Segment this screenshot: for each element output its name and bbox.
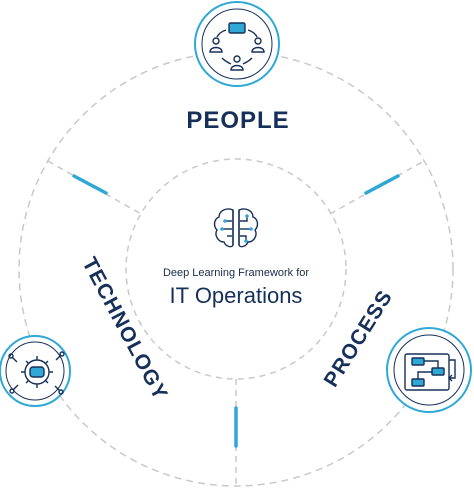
segment-label-people: PEOPLE xyxy=(186,107,289,134)
technology-icon-badge xyxy=(0,335,71,407)
inner-dashed-ring xyxy=(125,158,347,380)
divider-right-accent xyxy=(364,174,400,195)
divider-left xyxy=(47,160,142,215)
process-icon-badge xyxy=(386,327,472,413)
segment-label-process: PROCESS xyxy=(320,286,398,391)
divider-left-accent xyxy=(72,174,108,195)
center-title: IT Operations xyxy=(170,283,303,308)
gear-brain-icon xyxy=(8,351,65,395)
segment-label-technology: TECHNOLOGY xyxy=(77,254,172,404)
center-subtitle: Deep Learning Framework for xyxy=(163,267,309,279)
divider-right xyxy=(329,160,425,215)
brain-circuit-icon xyxy=(213,208,259,248)
process-flowchart-icon xyxy=(404,353,456,391)
people-icon-badge xyxy=(194,1,280,87)
team-network-icon xyxy=(209,22,265,71)
